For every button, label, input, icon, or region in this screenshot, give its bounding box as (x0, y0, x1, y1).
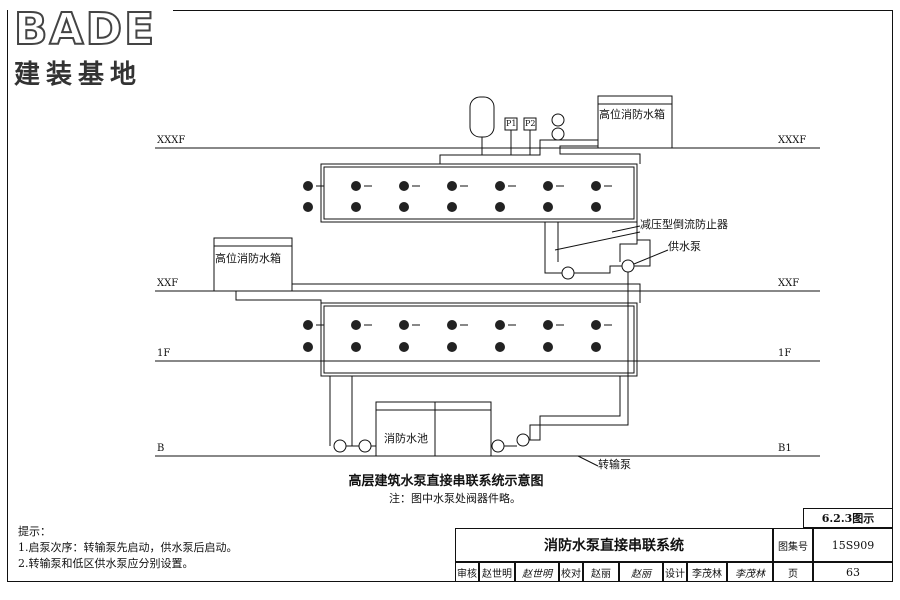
floor-label-b1: B1 (778, 443, 792, 454)
drawing-title: 消防水泵直接串联系统 (455, 528, 773, 562)
hydrant (495, 181, 505, 191)
hydrant (591, 320, 601, 330)
gauge-p1-label: P1 (506, 119, 517, 128)
gauge-p2-label: P2 (525, 119, 536, 128)
tips-line-1: 1.启泵次序：转输泵先启动，供水泵后启动。 (18, 541, 238, 554)
review-name: 赵世明 (479, 562, 515, 582)
lower-zone-ring-main (320, 302, 638, 377)
figure-number: 6.2.3图示 (803, 508, 893, 528)
review-signature: 赵世明 (515, 562, 559, 582)
hydrant (447, 181, 457, 191)
hydrant (303, 320, 313, 330)
hydrant (495, 320, 505, 330)
floor-label-xxf-right: XXF (778, 278, 800, 289)
hydrant (399, 181, 409, 191)
hydrant (399, 320, 409, 330)
diagram-title: 高层建筑水泵直接串联系统示意图 (348, 474, 544, 489)
hydrant (447, 342, 457, 352)
logo-subtitle: 建装基地 (14, 60, 143, 90)
title-block: 6.2.3图示 消防水泵直接串联系统 图集号 15S909 审核 赵世明 赵世明… (455, 508, 893, 582)
atlas-label: 图集号 (773, 528, 813, 562)
hydrant (543, 181, 553, 191)
upper-zone-ring-inner (323, 166, 635, 220)
hydrant (399, 342, 409, 352)
lower-zone-hydrants (303, 320, 601, 352)
floor-label-1f-right: 1F (778, 348, 792, 359)
hydrant (495, 342, 505, 352)
floor-label-xxxf-right: XXXF (778, 135, 807, 146)
tips-line-2: 2.转输泵和低区供水泵应分别设置。 (18, 557, 194, 570)
page-number: 63 (813, 562, 893, 582)
review-label: 审核 (455, 562, 479, 582)
atlas-number: 15S909 (813, 528, 893, 562)
fire-pool (375, 401, 492, 457)
hydrant (351, 202, 361, 212)
floor-label-xxxf-left: XXXF (157, 135, 186, 146)
supply-pump-label: 供水泵 (668, 240, 701, 253)
hydrant (591, 202, 601, 212)
transfer-pump-1 (491, 439, 505, 453)
pressure-tank (469, 96, 495, 138)
lower-zone-ring-inner (323, 305, 635, 374)
floor-label-1f-left: 1F (157, 348, 171, 359)
hydrant (303, 342, 313, 352)
hydrant (351, 320, 361, 330)
hydrant (591, 181, 601, 191)
stabilizer-pump-2 (551, 127, 565, 141)
hydrant (303, 202, 313, 212)
drawing-frame (7, 10, 893, 582)
lower-tank (213, 237, 293, 292)
bade-logo: BADE 建装基地 (8, 3, 173, 90)
supply-pump-2 (621, 259, 635, 273)
hydrant (447, 320, 457, 330)
hydrant (543, 342, 553, 352)
tips-block: 提示： 1.启泵次序：转输泵先启动，供水泵后启动。 2.转输泵和低区供水泵应分别… (18, 524, 238, 572)
logo-brand: BADE (13, 3, 157, 56)
design-label: 设计 (663, 562, 687, 582)
check-label: 校对 (559, 562, 583, 582)
supply-pump-1 (561, 266, 575, 280)
diagram-note: 注：图中水泵处阀器件略。 (389, 492, 521, 505)
hydrant (447, 202, 457, 212)
transfer-pump-label: 转输泵 (598, 458, 631, 471)
check-signature: 赵丽 (619, 562, 663, 582)
upper-tank-label: 高位消防水箱 (599, 108, 665, 121)
hydrant (351, 342, 361, 352)
hydrant (591, 342, 601, 352)
backflow-preventer-label: 减压型倒流防止器 (640, 218, 728, 231)
upper-tank (597, 95, 673, 149)
tips-heading: 提示： (18, 525, 51, 538)
design-signature: 李茂林 (727, 562, 773, 582)
floor-label-xxf-left: XXF (157, 278, 179, 289)
hydrant (351, 181, 361, 191)
hydrant (543, 320, 553, 330)
low-pump-1 (333, 439, 347, 453)
page-label: 页 (773, 562, 813, 582)
pool-label: 消防水池 (384, 432, 428, 445)
floor-label-b: B (157, 443, 165, 454)
lower-tank-label: 高位消防水箱 (215, 252, 281, 265)
check-name: 赵丽 (583, 562, 619, 582)
design-name: 李茂林 (687, 562, 727, 582)
hydrant (495, 202, 505, 212)
hydrant (303, 181, 313, 191)
hydrant (399, 202, 409, 212)
transfer-pump-2 (516, 433, 530, 447)
upper-zone-ring-main (320, 163, 638, 223)
hydrant (543, 202, 553, 212)
stabilizer-pump-1 (551, 113, 565, 127)
low-pump-2 (358, 439, 372, 453)
upper-zone-hydrants (303, 181, 601, 212)
